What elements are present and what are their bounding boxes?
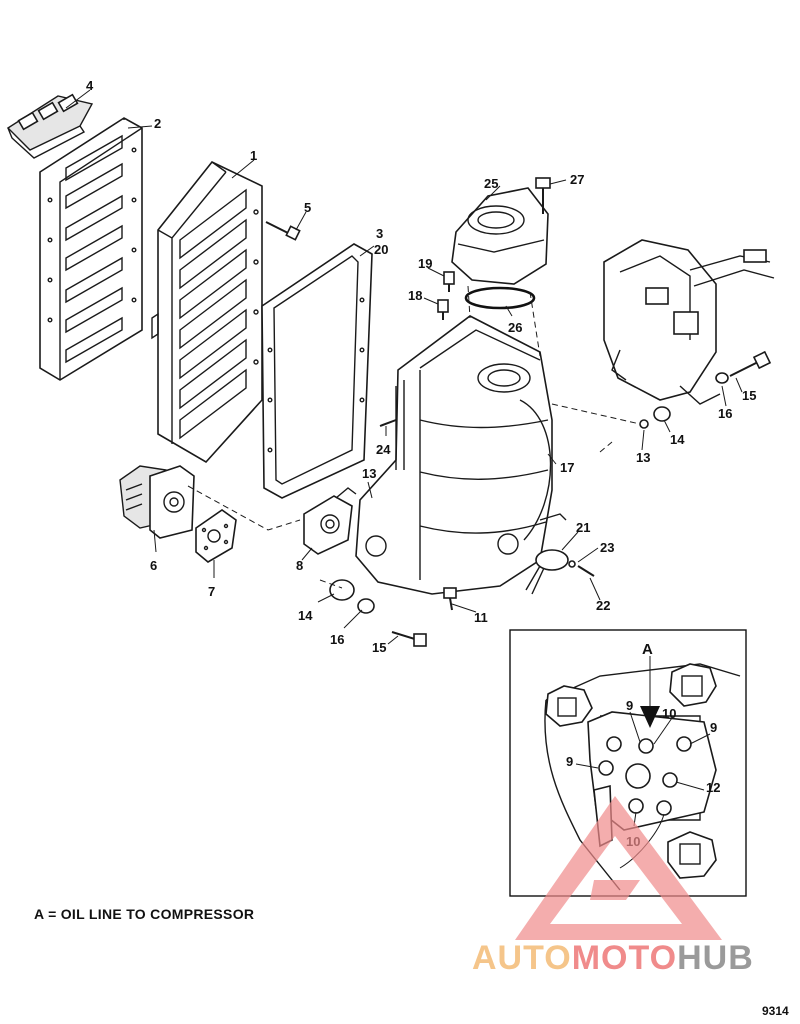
- callout-26: 26: [508, 320, 522, 335]
- callout-2: 2: [154, 116, 161, 131]
- callout-21: 21: [576, 520, 590, 535]
- part-7-gasket: [195, 509, 237, 563]
- callout-11: 11: [474, 610, 488, 625]
- part-27-bolt: [535, 177, 551, 214]
- part-25-throttle-body: [451, 187, 549, 285]
- part-26-o-ring: [464, 286, 536, 310]
- callout-17: 17: [560, 460, 574, 475]
- callout-7: 7: [208, 584, 215, 599]
- callout-5: 5: [304, 200, 311, 215]
- callout-4: 4: [86, 78, 94, 93]
- detail-callout-9-top: 9: [626, 698, 633, 713]
- detail-callout-10-top: 10: [662, 706, 676, 721]
- part-4-reed-block: [6, 93, 94, 159]
- callout-16-right: 16: [718, 406, 732, 421]
- callout-14-right: 14: [670, 432, 685, 447]
- part-5-screw: [265, 221, 301, 241]
- callout-6: 6: [150, 558, 157, 573]
- part-21-sensor: [525, 549, 595, 595]
- callout-13-right: 13: [636, 450, 650, 465]
- callout-15-left: 15: [372, 640, 386, 655]
- detail-label-a: A: [642, 641, 653, 658]
- detail-callout-9-left: 9: [566, 754, 573, 769]
- part-8-fitting: [303, 487, 357, 555]
- callout-27: 27: [570, 172, 584, 187]
- watermark-part-1: AUTO: [472, 939, 572, 977]
- callout-25: 25: [484, 176, 498, 191]
- callout-8: 8: [296, 558, 303, 573]
- callout-13-left: 13: [362, 466, 376, 481]
- right-hardware: [639, 350, 772, 429]
- watermark-logo-icon: [515, 796, 722, 940]
- callout-14-left: 14: [298, 608, 313, 623]
- part-6-pump: [119, 465, 195, 539]
- callout-1: 1: [250, 148, 257, 163]
- lower-hardware: [329, 579, 457, 647]
- legend-note: A = OIL LINE TO COMPRESSOR: [34, 906, 255, 922]
- callout-16-left: 16: [330, 632, 344, 647]
- detail-callout-12: 12: [706, 780, 720, 795]
- figure-number: 9314: [762, 1004, 789, 1018]
- part-18-19-screws: [437, 271, 455, 320]
- watermark-text: AUTOMOTOHUB: [472, 938, 754, 978]
- alignment-lines: [187, 285, 641, 589]
- callout-19: 19: [418, 256, 432, 271]
- part-17-main-housing: [355, 315, 567, 595]
- watermark-part-2: MOTO: [571, 939, 678, 977]
- callout-23: 23: [600, 540, 614, 555]
- callout-15-right: 15: [742, 388, 756, 403]
- callout-22: 22: [596, 598, 610, 613]
- callout-24: 24: [376, 442, 391, 457]
- callout-20: 20: [374, 242, 388, 257]
- callout-3: 3: [376, 226, 383, 241]
- part-3-gasket: [261, 243, 373, 499]
- compressor-assembly: [603, 239, 775, 405]
- callout-18: 18: [408, 288, 422, 303]
- leader-lines: [65, 89, 743, 645]
- detail-inset: A 9 10 9 9 12 10: [509, 629, 747, 897]
- detail-callout-9-right: 9: [710, 720, 717, 735]
- callout-numbers: 4 2 1 5 3 20 25 27 19 18 26 24 17 13 6 7…: [86, 78, 756, 655]
- watermark-part-3: HUB: [677, 939, 754, 977]
- part-1-reed-housing: [151, 161, 263, 464]
- part-2-plate: [39, 117, 143, 381]
- part-24-bolt: [379, 419, 397, 427]
